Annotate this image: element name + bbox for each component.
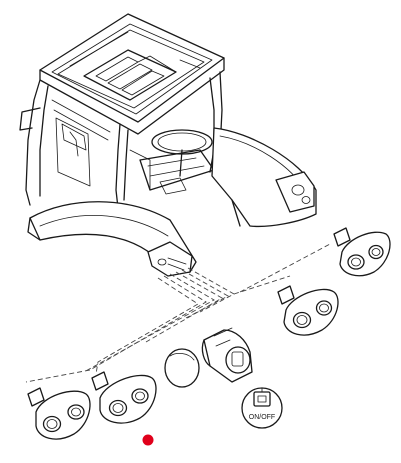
cab-roof: [39, 13, 225, 135]
rear-fender-left: [27, 201, 197, 277]
switch-cover-cap: [164, 348, 200, 388]
double-work-lamp-middle-right: [277, 285, 339, 336]
cab-interior: [129, 129, 215, 195]
double-work-lamp-lower-center: [91, 371, 157, 424]
switch-symbol-callout: ON/OFF: [241, 387, 283, 429]
double-work-lamp-lower-left: [27, 387, 91, 440]
work-lamp-switch: [201, 327, 253, 383]
red-marker-dot: [142, 434, 154, 446]
connector-lines: [25, 243, 331, 383]
on-off-label: ON/OFF: [249, 414, 275, 421]
rear-fender-right: [211, 127, 317, 228]
double-work-lamp-upper-right: [333, 227, 391, 277]
